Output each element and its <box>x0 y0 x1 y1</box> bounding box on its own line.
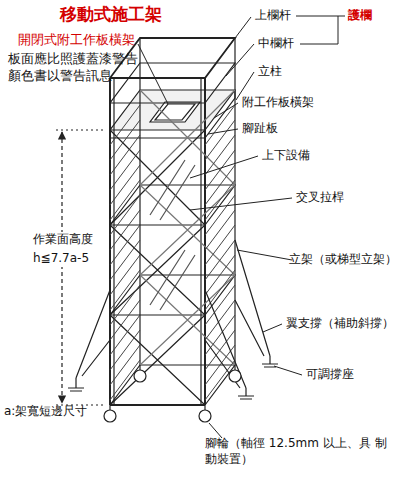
ladder-rung <box>110 300 140 340</box>
ladder-rung <box>205 180 235 220</box>
ladder-rung <box>205 165 235 205</box>
ladder-rung <box>205 105 235 145</box>
ladder-rung <box>110 180 140 220</box>
ladder-rung <box>110 210 140 250</box>
part-label: 腳輪（軸徑 12.5mm 以上、具 制動裝置） <box>205 436 395 467</box>
ladder-rung <box>110 285 140 325</box>
ladder-rung <box>205 240 235 280</box>
ladder-rung <box>110 195 140 235</box>
ladder-rung <box>205 150 235 190</box>
title: 移動式施工架 <box>60 3 162 25</box>
part-label: 立架（或梯型立架） <box>289 252 397 268</box>
ladder-rung <box>110 255 140 295</box>
ladder-rung <box>205 210 235 250</box>
part-label: 立柱 <box>258 64 282 80</box>
note-label: 板面應比照護蓋漆警告 顏色書以警告訊息 <box>8 51 148 85</box>
part-label: 上欄杆 <box>255 8 291 24</box>
ladder-rung <box>205 135 235 175</box>
part-label: 腳趾板 <box>242 121 278 137</box>
ladder-rung <box>205 300 235 340</box>
ladder-rung <box>205 315 235 355</box>
ladder-rung <box>110 120 140 160</box>
ladder-rung <box>110 165 140 205</box>
note-label: 開閉式附工作板橫架 <box>18 32 135 49</box>
part-label: 上下設備 <box>262 148 310 164</box>
ladder-rung <box>205 195 235 235</box>
ladder-rung <box>205 270 235 310</box>
ladder-rung <box>110 315 140 355</box>
ladder-rung <box>110 150 140 190</box>
ladder-rung <box>110 105 140 145</box>
ladder-rung <box>205 120 235 160</box>
ladder-rung <box>110 270 140 310</box>
part-label: 可調撐座 <box>306 367 354 383</box>
part-label: 翼支撐（補助斜撐） <box>286 316 394 332</box>
ladder-rung <box>110 225 140 265</box>
part-label: 中欄杆 <box>258 36 294 52</box>
ladder-rung <box>110 240 140 280</box>
ladder-rung <box>205 285 235 325</box>
note-label: a:架寬短邊尺寸 <box>4 404 87 420</box>
ladder-rung <box>205 255 235 295</box>
part-label: 附工作板橫架 <box>242 95 314 111</box>
ladder-rung <box>205 225 235 265</box>
ladder-rung <box>110 330 140 370</box>
dimension-label: h≦7.7a-5 <box>32 251 90 267</box>
group-label: 護欄 <box>348 8 372 24</box>
part-label: 交叉拉桿 <box>296 190 344 206</box>
dimension-label: 作業面高度 <box>32 232 94 248</box>
ladder-rung <box>110 135 140 175</box>
